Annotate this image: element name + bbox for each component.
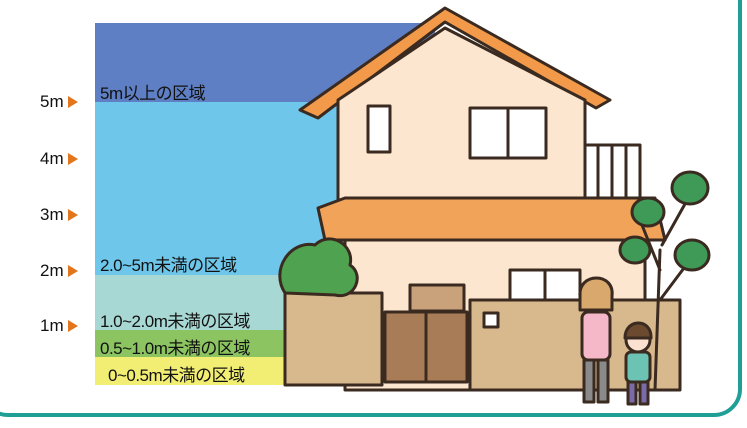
orange-arrow-icon: [67, 96, 78, 108]
fence-wall-left: [283, 291, 384, 387]
zone-label-05-1m: 0.5~1.0m未満の区域: [100, 339, 250, 358]
entry-canopy: [408, 283, 466, 313]
middle-eave: [316, 196, 667, 242]
scale-tick-label: 2m: [40, 261, 64, 280]
orange-arrow-icon: [67, 265, 78, 277]
upper-window-left: [366, 104, 392, 154]
scale-tick-5m: 5m: [40, 92, 78, 112]
mailbox-slot: [482, 311, 500, 329]
zone-band-1-2m: [95, 275, 295, 330]
scale-tick-1m: 1m: [40, 316, 78, 336]
orange-arrow-icon: [67, 153, 78, 165]
scale-tick-label: 5m: [40, 92, 64, 111]
scale-tick-3m: 3m: [40, 205, 78, 225]
zone-label-1-2m: 1.0~2.0m未満の区域: [100, 312, 250, 331]
orange-arrow-icon: [67, 320, 78, 332]
zone-band-05-1m: [95, 330, 285, 357]
scale-tick-label: 3m: [40, 205, 64, 224]
zone-label-0-05m: 0~0.5m未満の区域: [108, 366, 245, 385]
zone-band-0-05m: [95, 357, 285, 385]
tree-icon: [670, 170, 710, 206]
woman-figure: [578, 276, 614, 404]
scale-tick-label: 4m: [40, 149, 64, 168]
zone-label-5m-plus: 5m以上の区域: [100, 84, 206, 103]
scale-tick-2m: 2m: [40, 261, 78, 281]
child-figure: [623, 321, 653, 406]
scale-tick-4m: 4m: [40, 149, 78, 169]
upper-roof: [298, 6, 612, 120]
zone-label-2-5m: 2.0~5m未満の区域: [100, 256, 237, 275]
orange-arrow-icon: [67, 209, 78, 221]
scale-tick-label: 1m: [40, 316, 64, 335]
bush-icon: [278, 237, 359, 298]
